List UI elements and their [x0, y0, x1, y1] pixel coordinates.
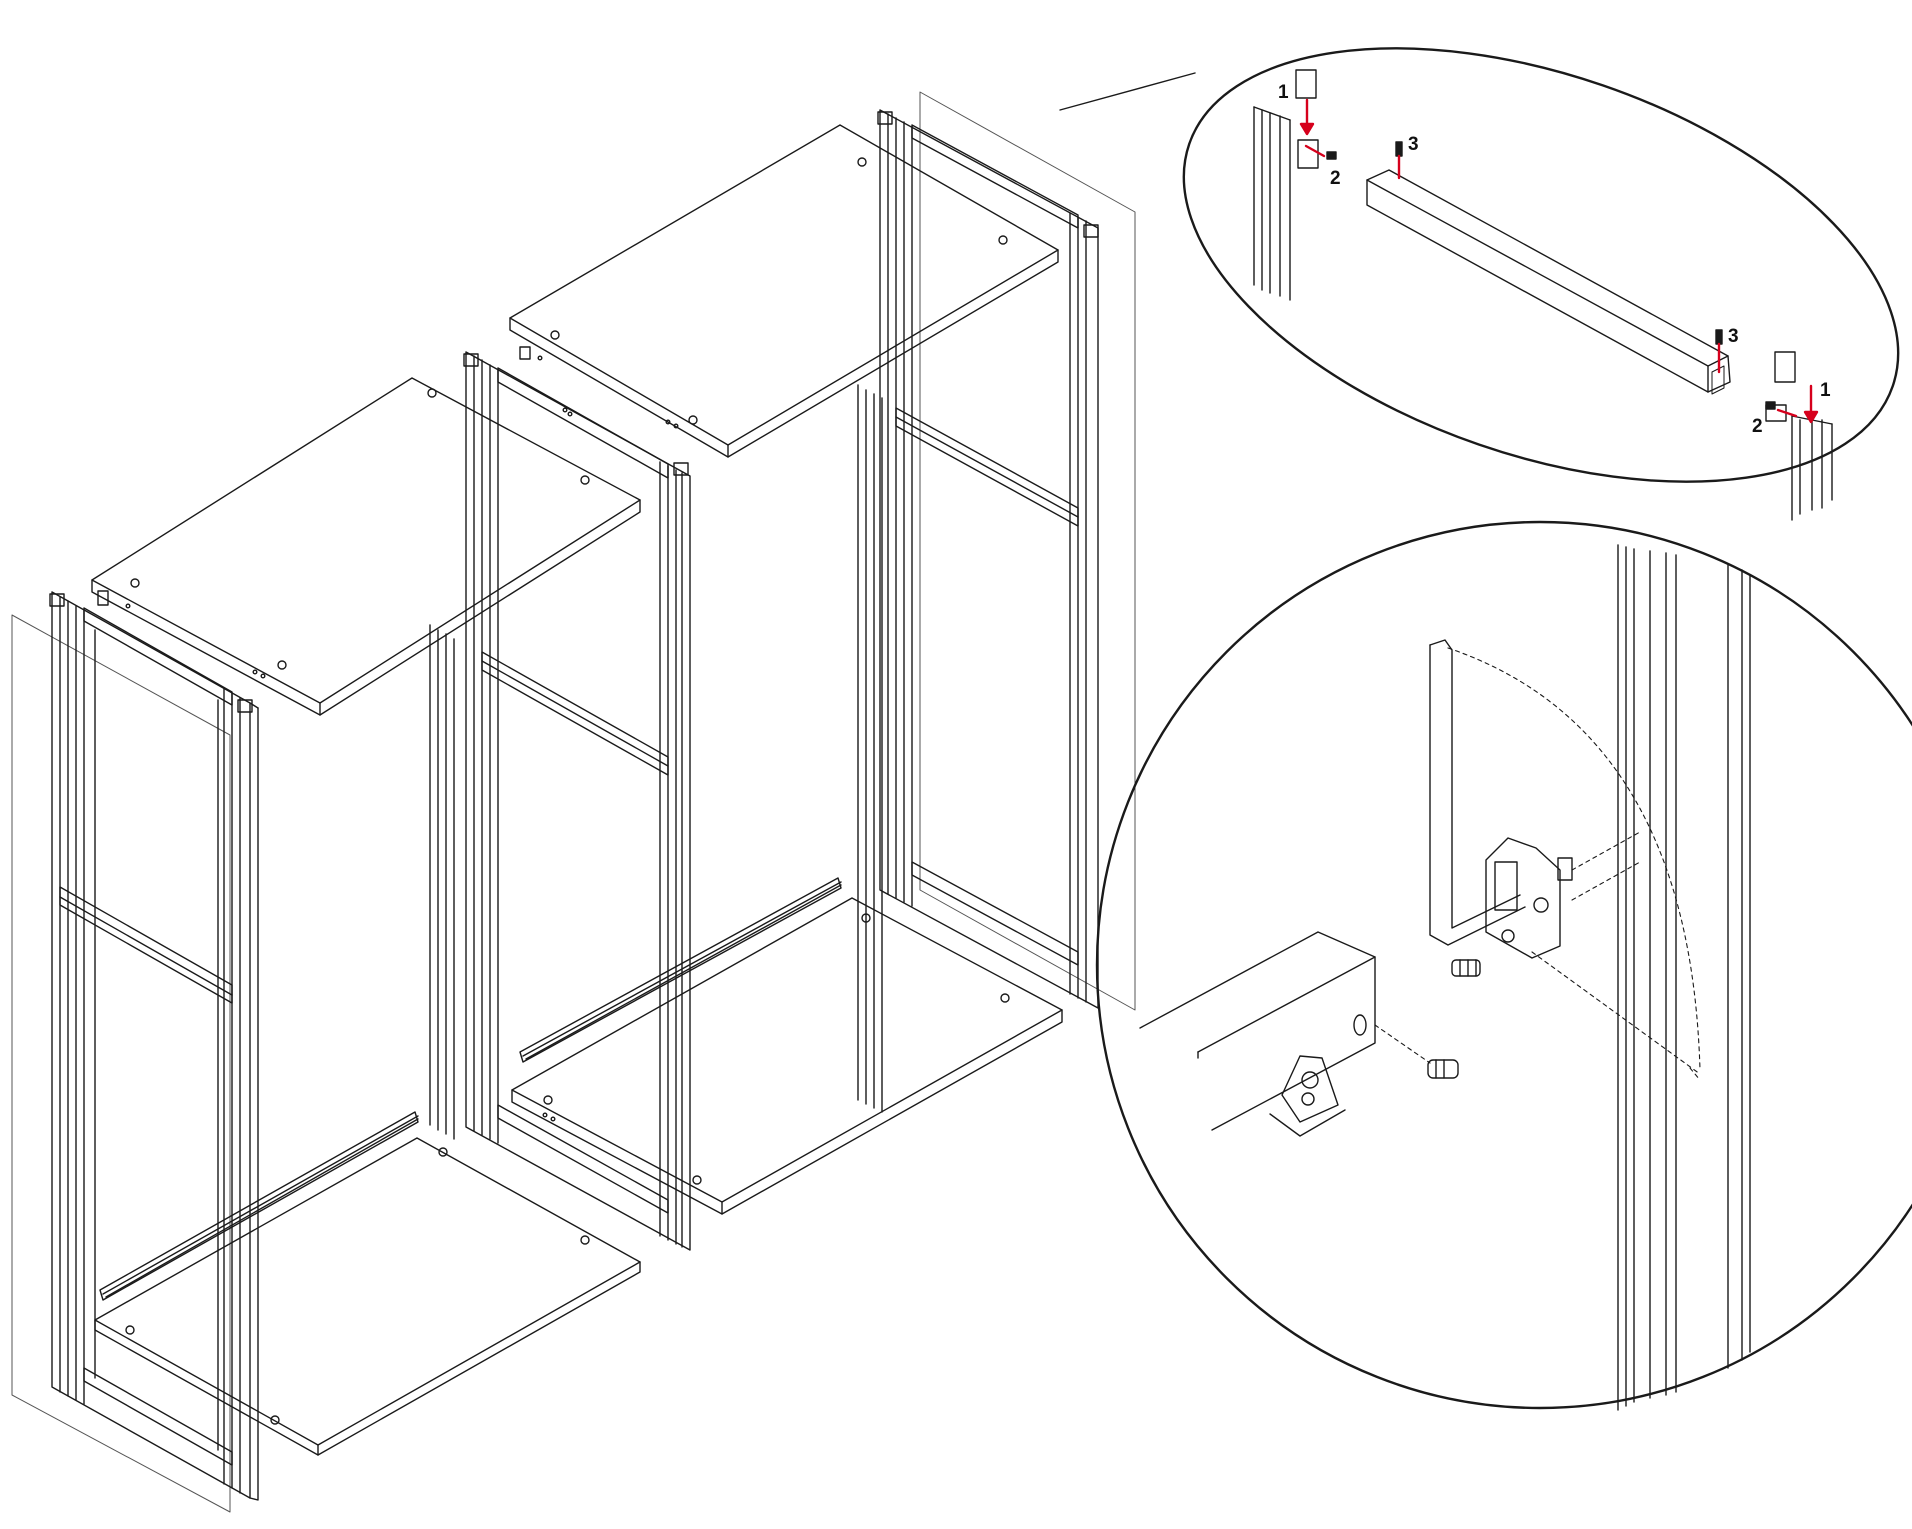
left-side-panel: [11, 614, 231, 1513]
left-front-frame: [49, 590, 259, 1501]
callout-right-3: 3: [1728, 326, 1739, 347]
callout-right-2: 2: [1752, 416, 1763, 437]
circle-beam: [1139, 931, 1376, 1131]
right-rear-rail: [519, 877, 842, 1063]
left-cabinet: [11, 377, 641, 1513]
allen-key-icon: [1429, 639, 1526, 946]
right-cabinet: [509, 91, 1136, 1215]
circle-profile-bracket: [1485, 837, 1573, 959]
detail-circle: [1095, 520, 1912, 1411]
right-top-panel: [509, 124, 1059, 458]
oval-leader-line: [1059, 72, 1196, 111]
oval-right-post: [1765, 351, 1833, 521]
circle-screw-lower: [1427, 1059, 1459, 1079]
oval-crossbar: [1366, 169, 1731, 395]
oval-callouts: 1 2 3 3 2 1: [1278, 82, 1831, 437]
callout-left-2: 2: [1330, 168, 1341, 189]
circle-corner-bracket: [1269, 1055, 1346, 1137]
left-bottom-panel: [94, 1137, 641, 1456]
callout-left-3: 3: [1408, 134, 1419, 155]
callout-left-1: 1: [1278, 82, 1289, 103]
circle-vertical-profile: [1617, 544, 1751, 1411]
left-top-panel: [91, 377, 641, 716]
oval-left-post: [1253, 69, 1319, 301]
left-rear-rail: [99, 1111, 419, 1301]
detail-oval: [1059, 47, 1900, 521]
callout-right-1: 1: [1820, 380, 1831, 401]
right-bottom-panel: [511, 897, 1063, 1215]
circle-screw-upper: [1451, 959, 1481, 977]
left-rear-frame: [429, 624, 455, 1140]
middle-frame: [463, 346, 691, 1251]
right-side-panel: [919, 91, 1136, 1011]
